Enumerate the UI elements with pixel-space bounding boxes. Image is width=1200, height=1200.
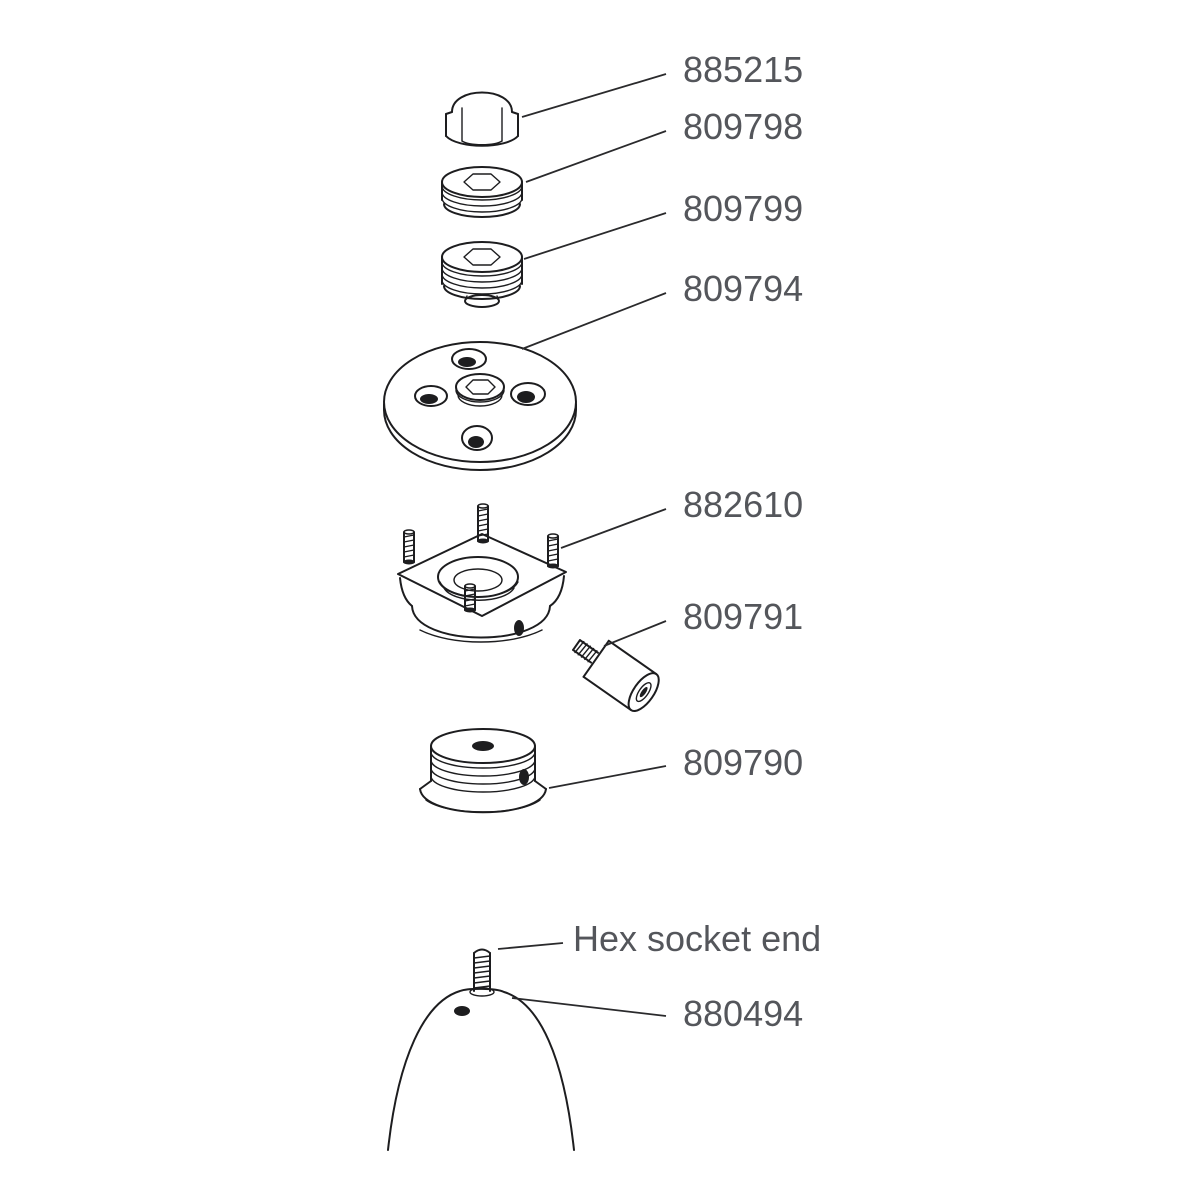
part-label-angled-fitting: 809791 xyxy=(683,596,803,637)
leader-line xyxy=(525,130,667,183)
part-label-ribbed-base: 809790 xyxy=(683,742,803,783)
ribbed-base-drawing xyxy=(419,728,547,814)
part-label-seal-screw-lower: 809799 xyxy=(683,188,803,229)
leader-line xyxy=(497,942,564,950)
seal-screw-upper-drawing xyxy=(441,166,523,218)
part-label-stud-flange: 882610 xyxy=(683,484,803,525)
angled-fitting-drawing xyxy=(572,639,660,712)
top-disc-drawing xyxy=(383,341,577,471)
leader-line xyxy=(548,765,667,789)
leader-line xyxy=(511,997,667,1017)
part-label-mount-stud: 880494 xyxy=(683,993,803,1034)
part-label-top-disc: 809794 xyxy=(683,268,803,309)
pump-body-drawing xyxy=(387,948,575,1151)
leader-line xyxy=(521,73,667,118)
stud-flange-drawing xyxy=(397,503,567,643)
part-label-cap-nut: 885215 xyxy=(683,49,803,90)
cap-nut-drawing xyxy=(445,91,519,147)
leader-line xyxy=(560,508,667,549)
annotation-hex-socket-end: Hex socket end xyxy=(573,918,821,959)
seal-screw-lower-drawing xyxy=(441,241,523,308)
leader-line xyxy=(521,292,667,350)
leader-line xyxy=(603,620,667,647)
leader-line xyxy=(523,212,667,260)
leader-lines xyxy=(497,73,667,1017)
part-label-seal-screw-upper: 809798 xyxy=(683,106,803,147)
